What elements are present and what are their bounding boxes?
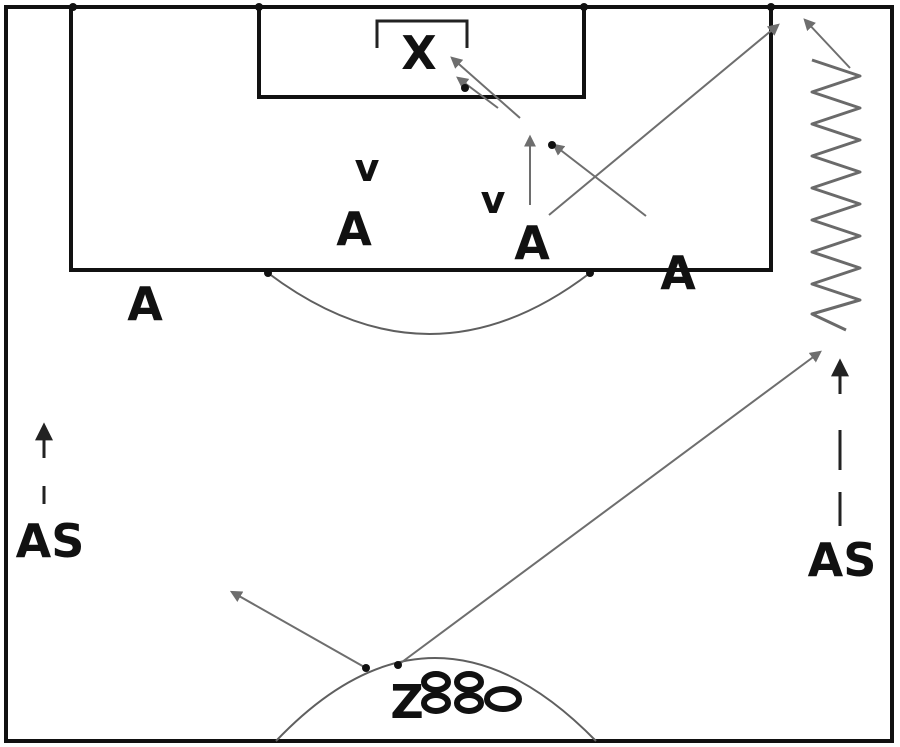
player-v-left: v: [355, 146, 380, 190]
pass-arrow-to-upper-right: [548, 23, 780, 216]
marker-node: [767, 3, 775, 11]
marker-node: [394, 661, 402, 669]
field-markings: [4, 5, 894, 743]
marker-node: [264, 269, 272, 277]
marker-node: [362, 664, 370, 672]
marker-node: [580, 3, 588, 11]
goal-bracket: [375, 19, 469, 48]
marker-node: [69, 3, 77, 11]
marker-node: [461, 84, 469, 92]
pass-arrow-from-upper-right: [803, 18, 851, 69]
player-a-goal: A: [514, 216, 550, 270]
dribble-zigzag: [810, 58, 862, 332]
goalkeeper-x: X: [401, 26, 436, 80]
player-a-left: A: [127, 277, 163, 331]
short-arrow-goal-area: [456, 76, 499, 109]
cone-icon: [454, 671, 484, 693]
movement-arrows: [35, 18, 862, 669]
player-a-right: A: [660, 246, 696, 300]
penalty-arc: [267, 272, 591, 335]
field-boundary: [4, 5, 894, 743]
cone-stack: [421, 671, 522, 714]
player-v-goal: v: [481, 178, 506, 222]
arrow-toward-penalty-right: [552, 143, 647, 217]
player-as-left: AS: [16, 514, 85, 568]
goal-area: [257, 5, 586, 99]
cone-icon: [484, 686, 522, 712]
goal-marker: [375, 19, 469, 48]
long-pass-arrow-to-left: [229, 590, 367, 669]
player-labels: A A A A AS AS v v X Z: [16, 26, 877, 729]
markers: [69, 3, 775, 672]
marker-node: [586, 269, 594, 277]
pass-arrow-to-x: [450, 56, 521, 119]
cone-icon: [421, 671, 451, 693]
player-a-center: A: [336, 202, 372, 256]
marker-node: [548, 141, 556, 149]
cone-icon: [421, 692, 451, 714]
cone-icon: [454, 692, 484, 714]
long-pass-arrow-to-right: [397, 350, 822, 666]
center-arc: [275, 657, 597, 742]
player-z: Z: [390, 675, 423, 729]
marker-node: [255, 3, 263, 11]
player-as-right: AS: [808, 533, 877, 587]
